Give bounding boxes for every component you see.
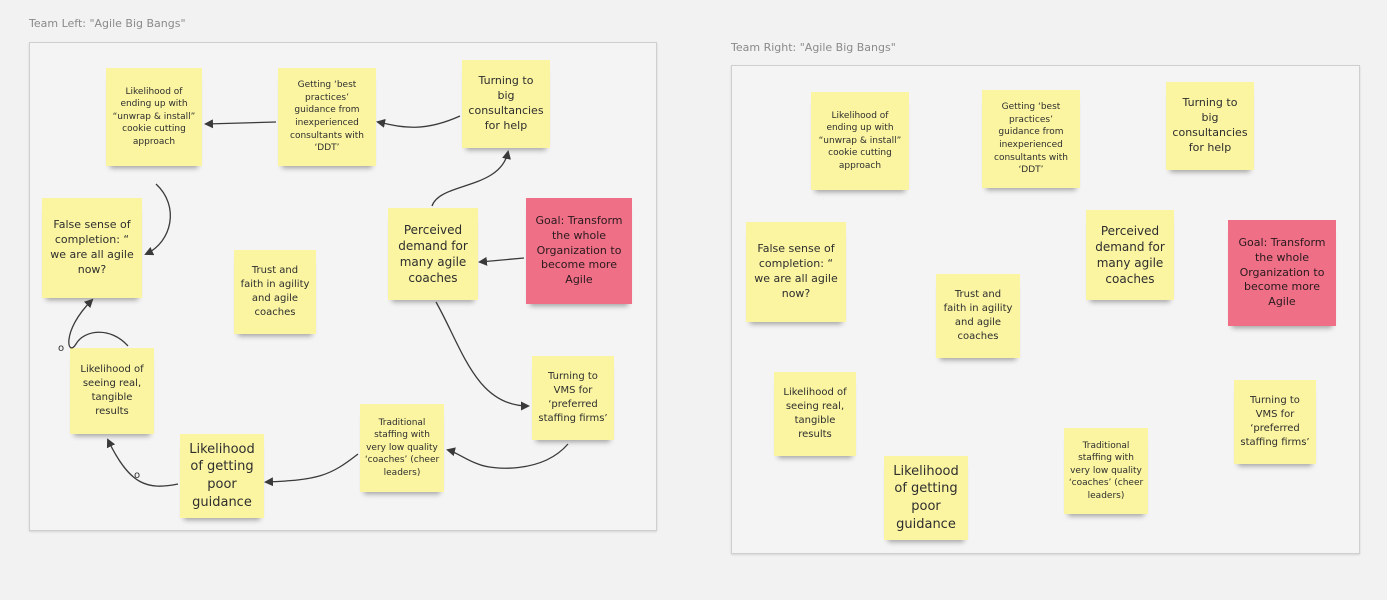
note-right-trust[interactable]: Trust and faith in agility and agile coa…: [936, 274, 1020, 358]
note-right-false-sense[interactable]: False sense of completion: “ we are all …: [746, 222, 846, 322]
note-left-vms[interactable]: Turning to VMS for ‘preferred staffing f…: [532, 356, 614, 440]
note-right-traditional-staffing[interactable]: Traditional staffing with very low quali…: [1064, 428, 1148, 514]
note-left-ending-up[interactable]: Likelihood of ending up with “unwrap & i…: [106, 68, 202, 166]
board-label-left: Team Left: "Agile Big Bangs": [29, 17, 186, 30]
note-right-best-practices[interactable]: Getting ‘best practices’ guidance from i…: [982, 90, 1080, 188]
arrow-best-practices-to-ending-up[interactable]: [204, 119, 277, 129]
arrow-ending-up-to-false-sense[interactable]: [144, 183, 171, 256]
arrow-vms-to-traditional[interactable]: [446, 443, 569, 469]
note-right-perceived-demand[interactable]: Perceived demand for many agile coaches: [1086, 210, 1174, 300]
note-right-goal[interactable]: Goal: Transform the whole Organization t…: [1228, 220, 1336, 326]
arrow-goal-to-perceived[interactable]: [478, 256, 525, 266]
arrow-poor-guidance-to-real-results[interactable]: [106, 438, 179, 487]
arrow-consultancies-to-best-practices[interactable]: [376, 115, 461, 128]
note-left-poor-guidance[interactable]: Likelihood of getting poor guidance: [180, 434, 264, 518]
board-label-right: Team Right: "Agile Big Bangs": [731, 41, 896, 54]
note-left-big-consultancies[interactable]: Turning to big consultancies for help: [462, 60, 550, 148]
arrow-traditional-to-poor-guidance[interactable]: [264, 453, 359, 487]
note-left-false-sense[interactable]: False sense of completion: “ we are all …: [42, 198, 142, 298]
note-left-real-results[interactable]: Likelihood of seeing real, tangible resu…: [70, 348, 154, 434]
note-left-goal[interactable]: Goal: Transform the whole Organization t…: [526, 198, 632, 304]
note-left-traditional-staffing[interactable]: Traditional staffing with very low quali…: [360, 404, 444, 492]
arrow-real-results-to-false-sense[interactable]: [68, 298, 129, 349]
note-left-best-practices[interactable]: Getting ‘best practices’ guidance from i…: [278, 68, 376, 166]
arrow-perceived-to-consultancies[interactable]: [431, 150, 511, 207]
note-right-big-consultancies[interactable]: Turning to big consultancies for help: [1166, 82, 1254, 170]
note-right-ending-up[interactable]: Likelihood of ending up with “unwrap & i…: [811, 92, 909, 190]
arrow-perceived-to-vms[interactable]: [435, 301, 530, 411]
note-right-poor-guidance[interactable]: Likelihood of getting poor guidance: [884, 456, 968, 540]
note-left-trust[interactable]: Trust and faith in agility and agile coa…: [234, 250, 316, 334]
note-left-perceived-demand[interactable]: Perceived demand for many agile coaches: [388, 208, 478, 300]
note-right-real-results[interactable]: Likelihood of seeing real, tangible resu…: [774, 372, 856, 456]
note-right-vms[interactable]: Turning to VMS for ‘preferred staffing f…: [1234, 380, 1316, 464]
